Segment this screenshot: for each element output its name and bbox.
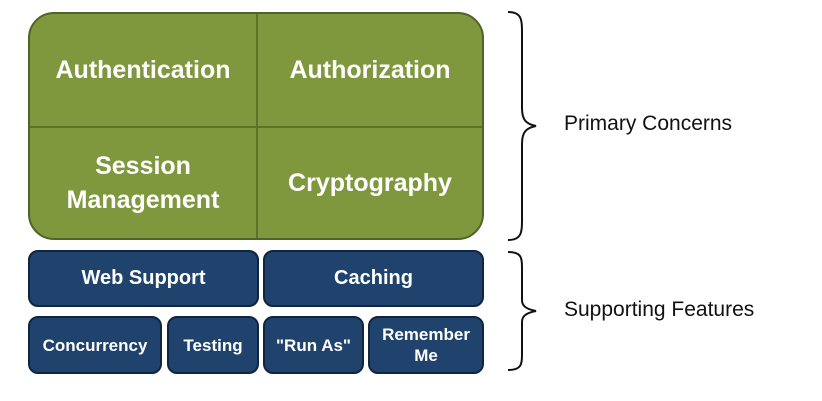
supporting-features-brace	[507, 251, 537, 371]
primary-concerns-block: Authentication Authorization Session Man…	[28, 12, 484, 240]
primary-horizontal-divider	[30, 126, 482, 128]
remember-me-box: Remember Me	[368, 316, 484, 374]
web-support-box: Web Support	[28, 250, 259, 307]
cryptography-cell: Cryptography	[288, 169, 452, 197]
supporting-features-label: Supporting Features	[564, 298, 755, 321]
authorization-cell: Authorization	[289, 56, 451, 84]
primary-concerns-label: Primary Concerns	[564, 112, 733, 135]
authentication-cell: Authentication	[55, 56, 231, 84]
concurrency-box: Concurrency	[28, 316, 162, 374]
run-as-box: "Run As"	[263, 316, 364, 374]
caching-box: Caching	[263, 250, 484, 307]
testing-box: Testing	[167, 316, 259, 374]
session-management-cell: Session Management	[66, 152, 220, 214]
primary-concerns-brace	[507, 11, 537, 241]
